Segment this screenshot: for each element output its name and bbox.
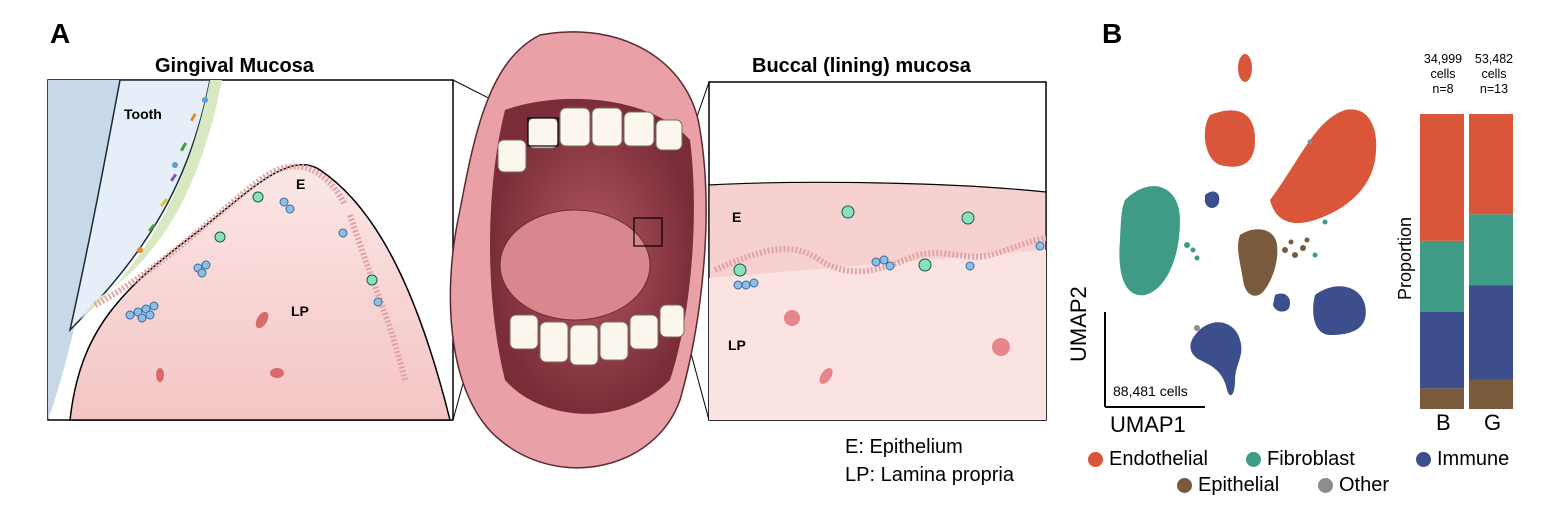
legend-label-fibroblast: Fibroblast [1267, 448, 1355, 470]
legend-label-epithelial: Epithelial [1198, 474, 1280, 496]
bar-g-epithelial [1469, 379, 1513, 409]
legend-immune: Immune [1416, 448, 1509, 471]
group-g-cell-count: 53,482 [1474, 52, 1514, 66]
other-cells [1194, 139, 1313, 331]
immune-cells-gingival [125, 197, 383, 323]
buccal-lamina-propria-label: LP [728, 337, 746, 353]
upper-teeth [497, 107, 683, 173]
umap-y-label: UMAP2 [1066, 286, 1091, 362]
panel-b-letter: B [1102, 18, 1123, 49]
blood-vessels-gingival [156, 311, 284, 382]
legend-fibroblast: Fibroblast [1246, 448, 1355, 471]
tooth-label: Tooth [124, 106, 162, 122]
proportion-bar-chart [1420, 114, 1513, 409]
buccal-zoom-box [633, 217, 663, 247]
legend-swatch-other [1318, 478, 1333, 493]
bar-g-fibroblast [1469, 214, 1513, 286]
legend-label-endothelial: Endothelial [1109, 448, 1208, 470]
biofilm-bacteria [137, 97, 208, 253]
bar-category-g: G [1484, 410, 1502, 435]
gingival-diagram [47, 79, 454, 421]
gingival-lamina-propria-label: LP [291, 303, 309, 319]
legend-label-other: Other [1339, 474, 1390, 496]
mucosa-illustration [47, 31, 1047, 469]
tooth-root-shape [48, 80, 120, 420]
bar-b-endothelial [1420, 114, 1464, 241]
bar-b-fibroblast [1420, 240, 1464, 312]
fibroblast-cluster [1119, 186, 1328, 296]
immune-clusters [1190, 191, 1366, 396]
bar-category-b: B [1436, 410, 1451, 435]
abbrev-legend-epithelium: E: Epithelium [845, 436, 963, 458]
abbrev-legend-lamina-propria: LP: Lamina propria [845, 464, 1014, 486]
blood-vessels-buccal [784, 310, 1010, 384]
gingiva-tissue [69, 164, 451, 421]
epithelial-cluster [1238, 229, 1310, 296]
gingiva-zoom-box [527, 117, 559, 147]
umap-total-cells: 88,481 cells [1113, 383, 1188, 399]
group-b-cell-count: 34,999 [1423, 52, 1463, 66]
panel-a-letter: A [50, 18, 71, 49]
gingival-title: Gingival Mucosa [155, 55, 314, 77]
buccal-epithelium-label: E [732, 209, 742, 225]
dendritic-cells-buccal [733, 205, 975, 277]
legend-epithelial: Epithelial [1177, 474, 1279, 497]
bar-g-endothelial [1469, 114, 1513, 215]
group-b-cells-word: cells [1430, 67, 1456, 81]
mouth-illustration [449, 31, 707, 469]
legend-swatch-immune [1416, 452, 1431, 467]
buccal-lamina-propria [709, 250, 1046, 420]
group-g-cells-word: cells [1481, 67, 1507, 81]
bar-b-immune [1420, 311, 1464, 389]
proportion-axis-label: Proportion [1395, 216, 1415, 300]
buccal-diagram [708, 81, 1047, 421]
tooth-crown-shape [68, 79, 211, 333]
umap-plot [1104, 54, 1377, 408]
tongue-shape [499, 209, 651, 321]
lower-teeth [509, 304, 685, 366]
bar-b-epithelial [1420, 388, 1464, 409]
legend-label-immune: Immune [1437, 448, 1510, 470]
endothelial-clusters [1204, 54, 1377, 224]
group-g-sample-count: n=13 [1479, 82, 1509, 96]
immune-cells-buccal [733, 241, 1045, 290]
legend-other: Other [1318, 474, 1389, 497]
bar-g-immune [1469, 285, 1513, 380]
group-b-sample-count: n=8 [1432, 82, 1454, 96]
legend-swatch-epithelial [1177, 478, 1192, 493]
buccal-title: Buccal (lining) mucosa [752, 55, 971, 77]
legend-swatch-endothelial [1088, 452, 1103, 467]
gingival-epithelium-label: E [296, 176, 306, 192]
group-b-counts: 34,999 cells n=8 [1418, 52, 1468, 97]
legend-endothelial: Endothelial [1088, 448, 1208, 471]
umap-x-label: UMAP1 [1110, 412, 1186, 437]
umap-axes [1104, 312, 1205, 408]
dendritic-cells-gingival [214, 191, 378, 286]
legend-swatch-fibroblast [1246, 452, 1261, 467]
group-g-counts: 53,482 cells n=13 [1469, 52, 1519, 97]
